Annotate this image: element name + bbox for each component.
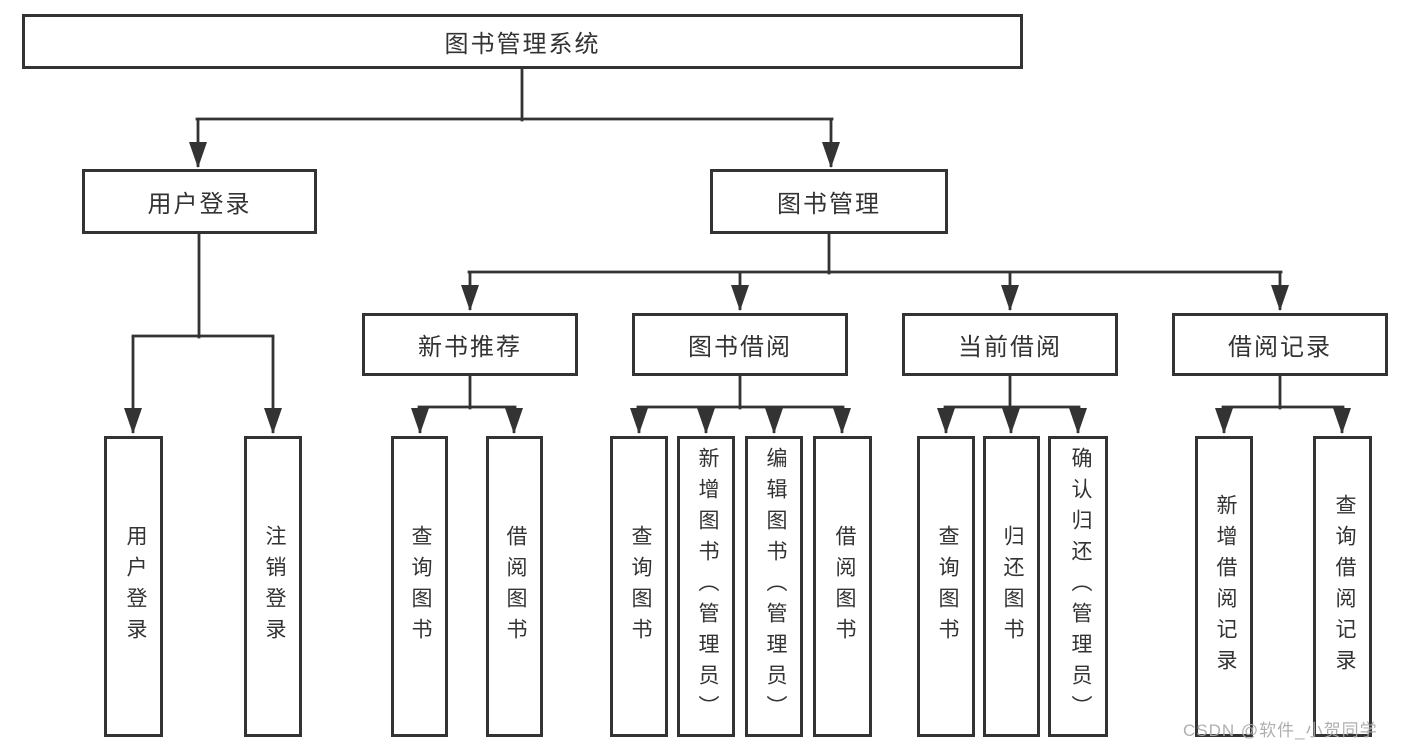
leaf-query-books-recommend: 查询图书 — [391, 436, 448, 737]
leaf-return-books: 归还图书 — [983, 436, 1040, 737]
leaf-add-book-admin: 新增图书（管理员） — [677, 436, 735, 737]
leaf-query-books-current: 查询图书 — [917, 436, 975, 737]
node-library-management-system: 图书管理系统 — [22, 14, 1023, 69]
node-new-book-recommend: 新书推荐 — [362, 313, 578, 376]
leaf-user-login: 用户登录 — [104, 436, 163, 737]
leaf-borrow-books-borrow: 借阅图书 — [813, 436, 872, 737]
node-current-borrow: 当前借阅 — [902, 313, 1118, 376]
node-book-borrow: 图书借阅 — [632, 313, 848, 376]
leaf-add-borrow-record: 新增借阅记录 — [1195, 436, 1253, 737]
leaf-edit-book-admin: 编辑图书（管理员） — [745, 436, 803, 737]
node-borrow-records: 借阅记录 — [1172, 313, 1388, 376]
leaf-query-borrow-record: 查询借阅记录 — [1313, 436, 1372, 737]
leaf-query-books-borrow: 查询图书 — [610, 436, 668, 737]
node-user-login: 用户登录 — [82, 169, 317, 234]
leaf-logout: 注销登录 — [244, 436, 302, 737]
leaf-confirm-return-admin: 确认归还（管理员） — [1048, 436, 1108, 737]
node-book-management: 图书管理 — [710, 169, 948, 234]
leaf-borrow-books-recommend: 借阅图书 — [486, 436, 543, 737]
watermark-text: CSDN @软件_小贺同学 — [1183, 721, 1378, 740]
